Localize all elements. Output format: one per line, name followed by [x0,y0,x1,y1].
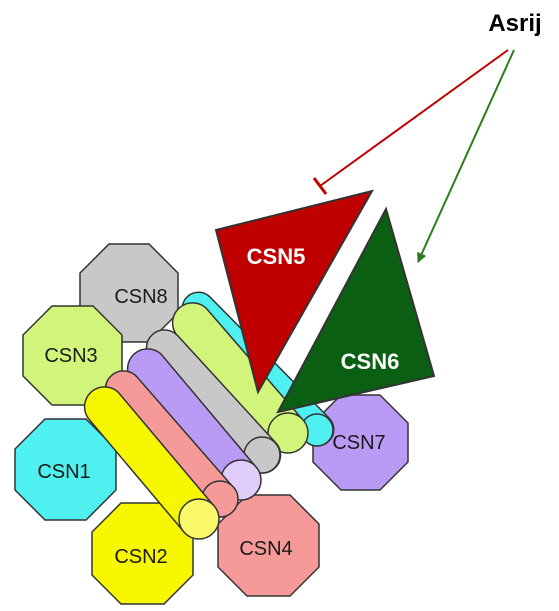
subunit-csn2: CSN2 [91,502,194,605]
activation-arrow [417,49,515,263]
csn1-label: CSN1 [37,461,90,483]
csn2-label: CSN2 [114,546,167,568]
csn8-label: CSN8 [114,286,167,308]
csn3-label: CSN3 [44,345,97,367]
subunit-csn6: CSN6 [276,206,436,414]
csn5-label: CSN5 [247,244,306,269]
helix-yellow [83,386,220,540]
asrij-label: Asrij [488,10,541,37]
helix-lightgreen [171,302,309,454]
subunit-csn4: CSN4 [217,494,320,597]
subunit-csn5: CSN5 [214,189,375,395]
csn7-label: CSN7 [332,432,385,454]
subunit-csn1: CSN1 [14,418,117,521]
csn6-label: CSN6 [341,349,400,374]
inhibition-arrow [312,49,509,195]
csn4-label: CSN4 [239,538,292,560]
